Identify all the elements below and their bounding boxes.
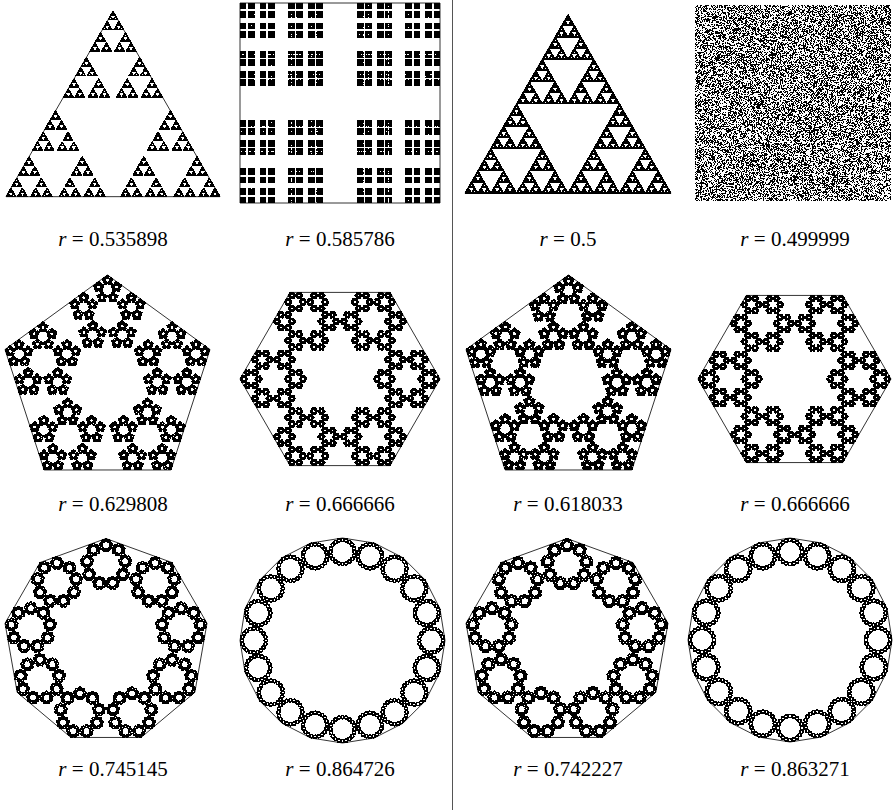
chaos-game-fractal <box>698 295 891 463</box>
divider-line <box>452 0 453 810</box>
chaos-game-fractal <box>695 5 891 201</box>
polygon-outline <box>688 538 892 742</box>
ratio-label: r = 0.666666 <box>285 492 394 517</box>
chaos-game-fractal <box>466 275 671 470</box>
polygon-outline <box>465 15 671 193</box>
polygon-outline <box>5 275 210 470</box>
ratio-label: r = 0.585786 <box>285 227 394 252</box>
polygon-outline <box>6 11 220 196</box>
ratio-label: r = 0.742227 <box>513 757 622 782</box>
ratio-label: r = 0.666666 <box>740 492 849 517</box>
chaos-game-fractal <box>688 538 892 742</box>
ratio-label: r = 0.629808 <box>58 492 167 517</box>
polygon-outline <box>466 539 668 738</box>
ratio-label: r = 0.745145 <box>58 757 167 782</box>
chaos-game-fractal <box>240 292 440 466</box>
ratio-label: r = 0.864726 <box>285 757 394 782</box>
polygon-outline <box>698 295 891 462</box>
ratio-label: r = 0.535898 <box>58 227 167 252</box>
chaos-game-fractal <box>5 538 207 738</box>
chaos-game-fractal <box>5 275 210 470</box>
ratio-label: r = 0.5 <box>540 227 597 252</box>
polygon-outline <box>5 539 207 738</box>
ratio-label: r = 0.618033 <box>513 492 622 517</box>
chaos-game-fractal <box>6 11 220 197</box>
ratio-label: r = 0.499999 <box>740 227 849 252</box>
polygon-outline <box>466 275 671 470</box>
polygon-outline <box>240 292 440 465</box>
chaos-game-fractal <box>465 14 671 194</box>
polygon-outline <box>240 538 445 743</box>
chaos-game-fractal <box>240 3 440 203</box>
ratio-label: r = 0.863271 <box>740 757 849 782</box>
chaos-game-fractal <box>466 538 668 738</box>
polygon-outline <box>240 3 440 203</box>
chaos-game-fractal <box>240 538 445 743</box>
